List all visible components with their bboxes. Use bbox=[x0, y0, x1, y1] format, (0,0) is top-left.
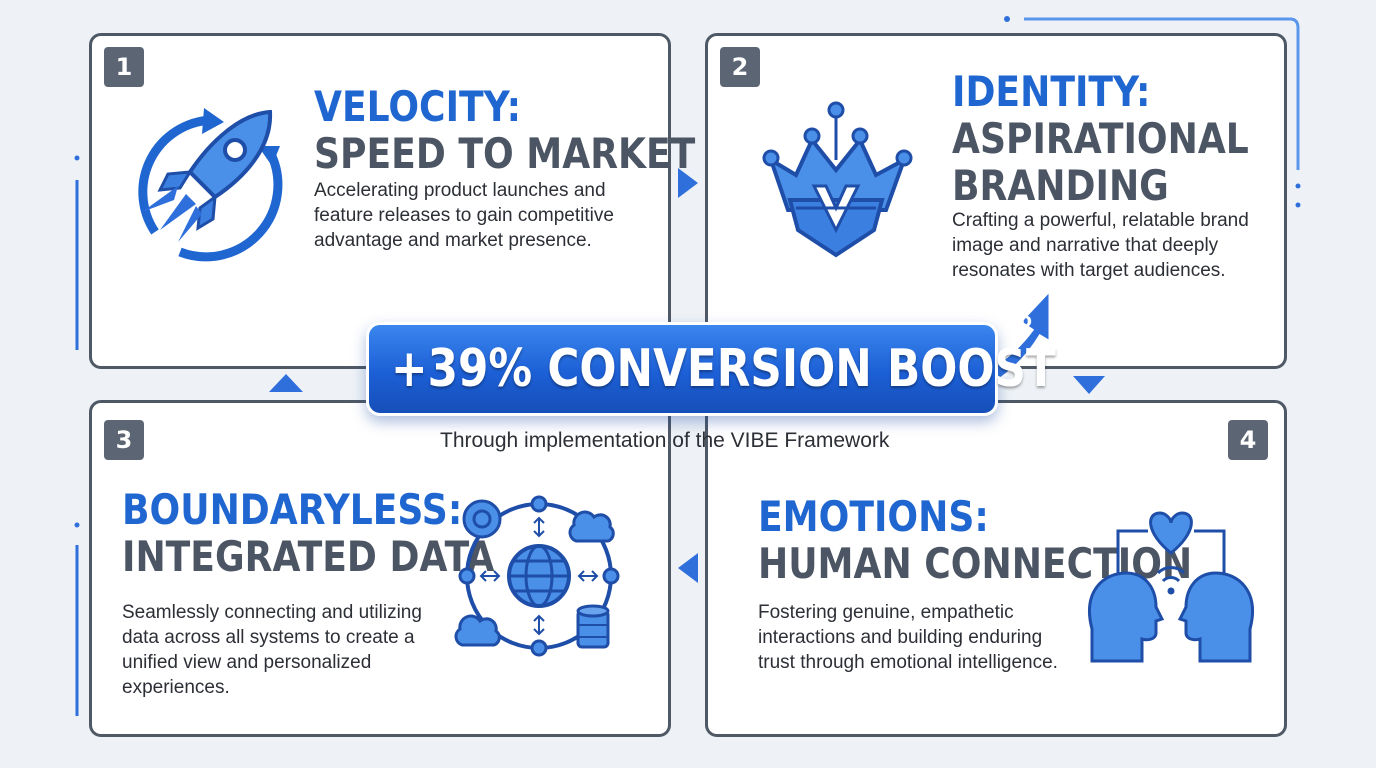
network-globe-icon bbox=[454, 495, 620, 657]
card-title-keyword: BOUNDARYLESS: bbox=[122, 485, 463, 534]
arrow-right-icon bbox=[678, 168, 698, 198]
card-velocity: 1 VELOCITY: SPEED TO MARKET Accelerating… bbox=[89, 33, 695, 369]
arrow-down-icon bbox=[1073, 376, 1105, 394]
rocket-icon bbox=[138, 108, 283, 262]
heads-heart-icon bbox=[1088, 511, 1254, 663]
card-title-keyword: EMOTIONS: bbox=[758, 492, 989, 541]
arrow-left-icon bbox=[678, 553, 698, 583]
card-description: Fostering genuine, empathetic interactio… bbox=[758, 602, 1058, 673]
banner-headline: +39% CONVERSION BOOST bbox=[391, 339, 1056, 399]
step-number-badge: 1 bbox=[104, 47, 144, 87]
card-title-subtitle-2: BRANDING bbox=[952, 161, 1169, 211]
card-identity: 2 IDENTITY: ASPIRATIONAL BRANDING Crafti… bbox=[705, 33, 1287, 369]
step-number-badge: 2 bbox=[720, 47, 760, 87]
card-title-keyword: IDENTITY: bbox=[952, 67, 1151, 116]
arrow-up-icon bbox=[269, 374, 303, 392]
step-number-badge: 4 bbox=[1228, 420, 1268, 460]
card-boundaryless: 3 BOUNDARYLESS: INTEGRATED DATA Seamless… bbox=[89, 400, 671, 737]
card-title-subtitle: INTEGRATED DATA bbox=[122, 532, 495, 582]
card-description: Accelerating product launches and featur… bbox=[314, 180, 614, 251]
card-title-keyword: VELOCITY: bbox=[314, 82, 522, 131]
step-number-badge: 3 bbox=[104, 420, 144, 460]
banner-subtitle: Through implementation of the VIBE Frame… bbox=[440, 429, 890, 452]
card-description: Crafting a powerful, relatable brand ima… bbox=[952, 210, 1249, 281]
crown-shield-icon bbox=[762, 101, 913, 258]
card-title: BOUNDARYLESS: INTEGRATED DATA bbox=[122, 486, 494, 580]
card-title-subtitle: ASPIRATIONAL bbox=[952, 114, 1249, 164]
conversion-boost-banner: +39% CONVERSION BOOST bbox=[366, 322, 1056, 416]
card-description: Seamlessly connecting and utilizing data… bbox=[122, 602, 422, 698]
percent-badge: % bbox=[1004, 300, 1033, 333]
card-emotions: 4 EMOTIONS: HUMAN CONNECTION Fostering g… bbox=[705, 400, 1287, 737]
card-title: IDENTITY: ASPIRATIONAL BRANDING bbox=[952, 68, 1249, 209]
card-title: VELOCITY: SPEED TO MARKET bbox=[314, 83, 695, 177]
card-title-subtitle: SPEED TO MARKET bbox=[314, 129, 696, 179]
card-title: EMOTIONS: HUMAN CONNECTION bbox=[758, 493, 1192, 587]
